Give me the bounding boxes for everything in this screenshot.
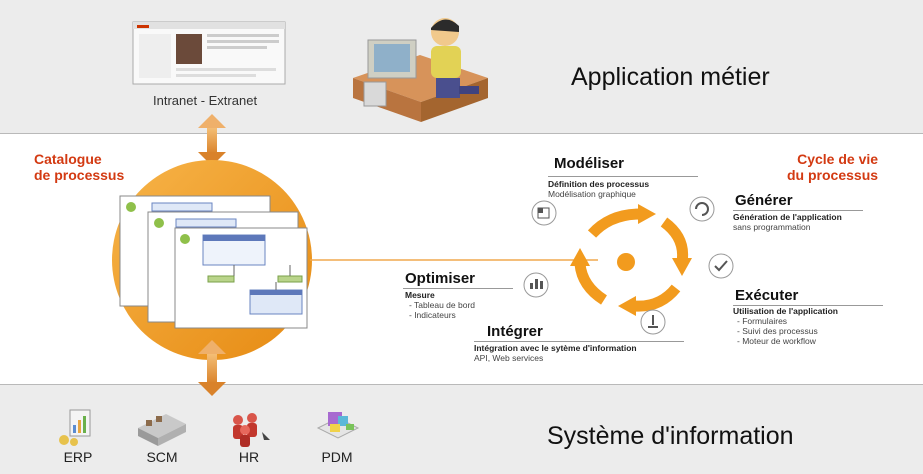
step-modeliser-subtitle: Définition des processus	[548, 179, 650, 189]
step-executer-rule	[733, 305, 883, 306]
step-optimiser-rule	[403, 288, 513, 289]
cycle-arrow-icon	[570, 204, 692, 316]
catalog-title: Catalogue de processus	[34, 151, 124, 183]
step-optimiser-line: - Indicateurs	[409, 310, 456, 320]
system-label-pdm: PDM	[321, 449, 353, 465]
systeme-information-title: Système d'information	[547, 422, 794, 450]
step-modeliser-line: Modélisation graphique	[548, 189, 636, 199]
step-optimiser-title: Optimiser	[405, 270, 476, 287]
step-generer-subtitle: Génération de l'application	[733, 212, 842, 222]
scm-icon	[138, 414, 186, 446]
cycle-title-line1: Cycle de vie	[797, 151, 879, 167]
catalog-title-line2: de processus	[34, 167, 125, 183]
cycle-title: Cycle de vie du processus	[787, 151, 878, 183]
user-at-computer-icon	[353, 18, 488, 122]
intranet-extranet-label: Intranet - Extranet	[153, 93, 258, 108]
application-metier-title: Application métier	[571, 63, 770, 91]
generer-icon	[689, 196, 715, 222]
step-modeliser-title: Modéliser	[554, 155, 625, 172]
erp-icon	[59, 409, 91, 446]
step-integrer-rule	[474, 341, 684, 342]
step-executer-line: - Suivi des processus	[737, 326, 818, 336]
double-arrow-icon	[198, 340, 226, 396]
integrer-icon	[640, 309, 666, 335]
step-executer-line: - Moteur de workflow	[737, 336, 816, 346]
step-optimiser-line: - Tableau de bord	[409, 300, 476, 310]
step-integrer-line: API, Web services	[474, 353, 544, 363]
catalog-title-line1: Catalogue	[34, 151, 102, 167]
step-executer-line: - Formulaires	[737, 316, 788, 326]
step-optimiser-subtitle: Mesure	[405, 290, 435, 300]
step-generer-line: sans programmation	[733, 222, 811, 232]
step-integrer-title: Intégrer	[487, 323, 543, 340]
step-integrer-subtitle: Intégration avec le sytème d'information	[474, 343, 637, 353]
process-document-icon	[119, 195, 308, 329]
hr-icon	[233, 413, 270, 447]
step-executer-title: Exécuter	[735, 287, 799, 304]
system-label-hr: HR	[238, 449, 260, 465]
system-label-scm: SCM	[146, 449, 178, 465]
step-executer-subtitle: Utilisation de l'application	[733, 306, 838, 316]
system-label-erp: ERP	[63, 449, 93, 465]
monitor-icon	[132, 21, 286, 85]
pdm-icon	[316, 412, 360, 439]
cycle-title-line2: du processus	[787, 167, 879, 183]
optimiser-icon	[523, 272, 549, 298]
modeliser-icon	[531, 200, 557, 226]
step-generer-rule	[733, 210, 863, 211]
step-generer-title: Générer	[735, 192, 793, 209]
double-arrow-icon	[198, 114, 226, 166]
executer-icon	[708, 253, 734, 279]
step-modeliser-rule	[548, 176, 698, 177]
